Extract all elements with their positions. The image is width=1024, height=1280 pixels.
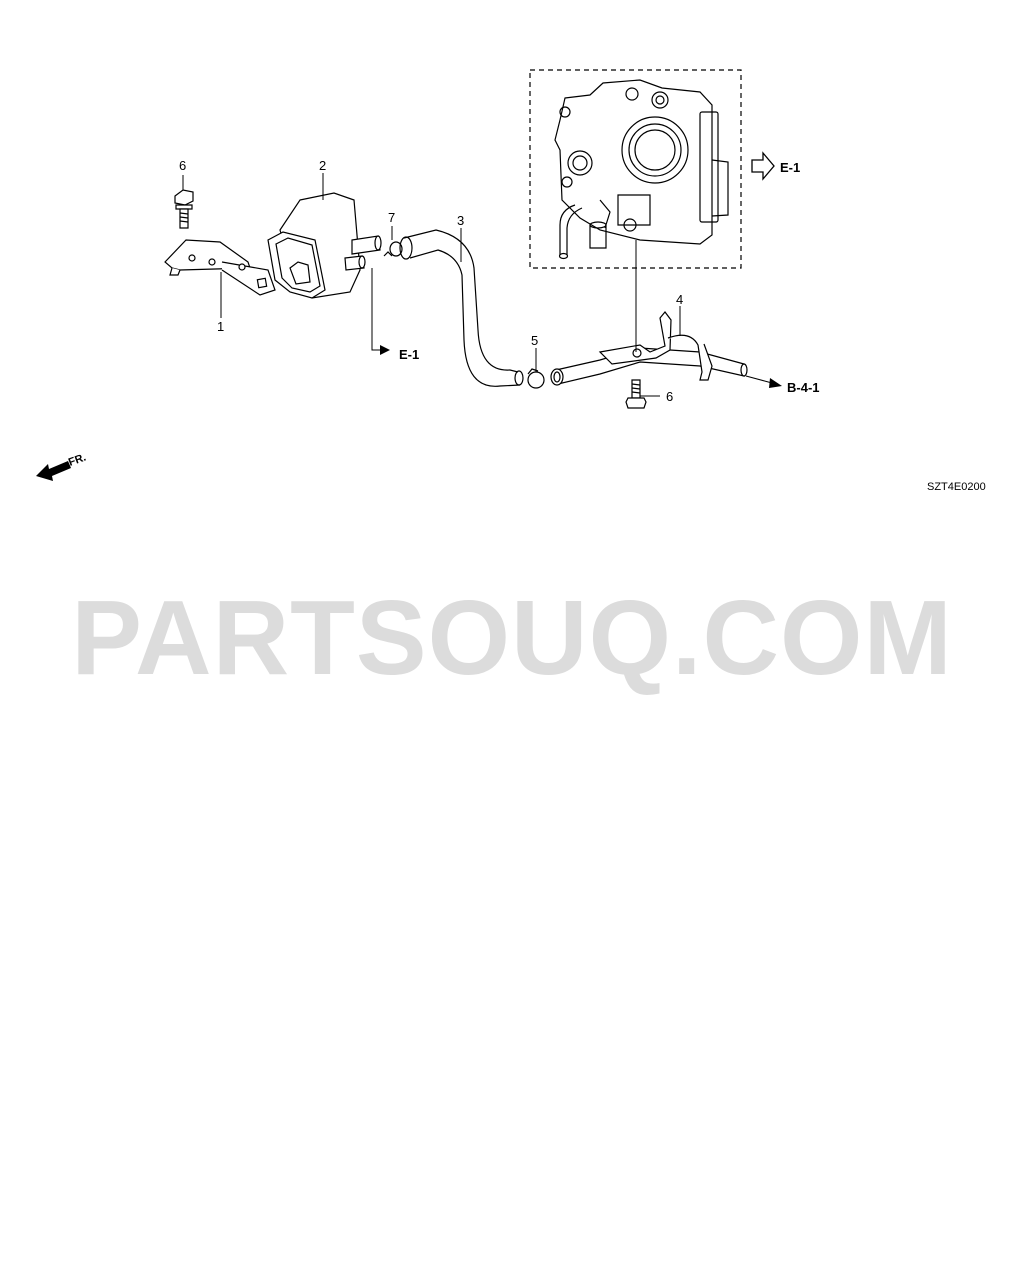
front-arrow-icon bbox=[36, 461, 71, 481]
reference-e1-bottom[interactable]: E-1 bbox=[399, 347, 419, 362]
arrow-heads bbox=[380, 345, 782, 388]
bracket-part-1 bbox=[164, 239, 276, 296]
front-marker-label: FR. bbox=[67, 451, 88, 468]
chamber-part-2 bbox=[267, 192, 382, 299]
hose-part-3 bbox=[399, 229, 524, 387]
bolt-part-6-bottom bbox=[625, 379, 647, 409]
leader-lines bbox=[182, 173, 773, 397]
diagram-code: SZT4E0200 bbox=[927, 481, 986, 493]
callout-2: 2 bbox=[319, 158, 326, 173]
pipe-part-4 bbox=[550, 311, 748, 386]
callout-1: 1 bbox=[217, 319, 224, 334]
reference-e1-top[interactable]: E-1 bbox=[780, 160, 800, 175]
callout-7: 7 bbox=[388, 210, 395, 225]
reference-b41[interactable]: B-4-1 bbox=[787, 380, 820, 395]
callout-6-top: 6 bbox=[179, 158, 186, 173]
clip-part-7 bbox=[383, 241, 403, 257]
throttle-body-inset bbox=[529, 69, 742, 269]
bolt-part-6-top bbox=[174, 189, 194, 229]
watermark: PARTSOUQ.COM bbox=[71, 579, 953, 697]
callout-4: 4 bbox=[676, 292, 683, 307]
hollow-arrow-icon bbox=[751, 151, 775, 181]
callout-5: 5 bbox=[531, 333, 538, 348]
callout-3: 3 bbox=[457, 213, 464, 228]
callout-6-bottom: 6 bbox=[666, 389, 673, 404]
